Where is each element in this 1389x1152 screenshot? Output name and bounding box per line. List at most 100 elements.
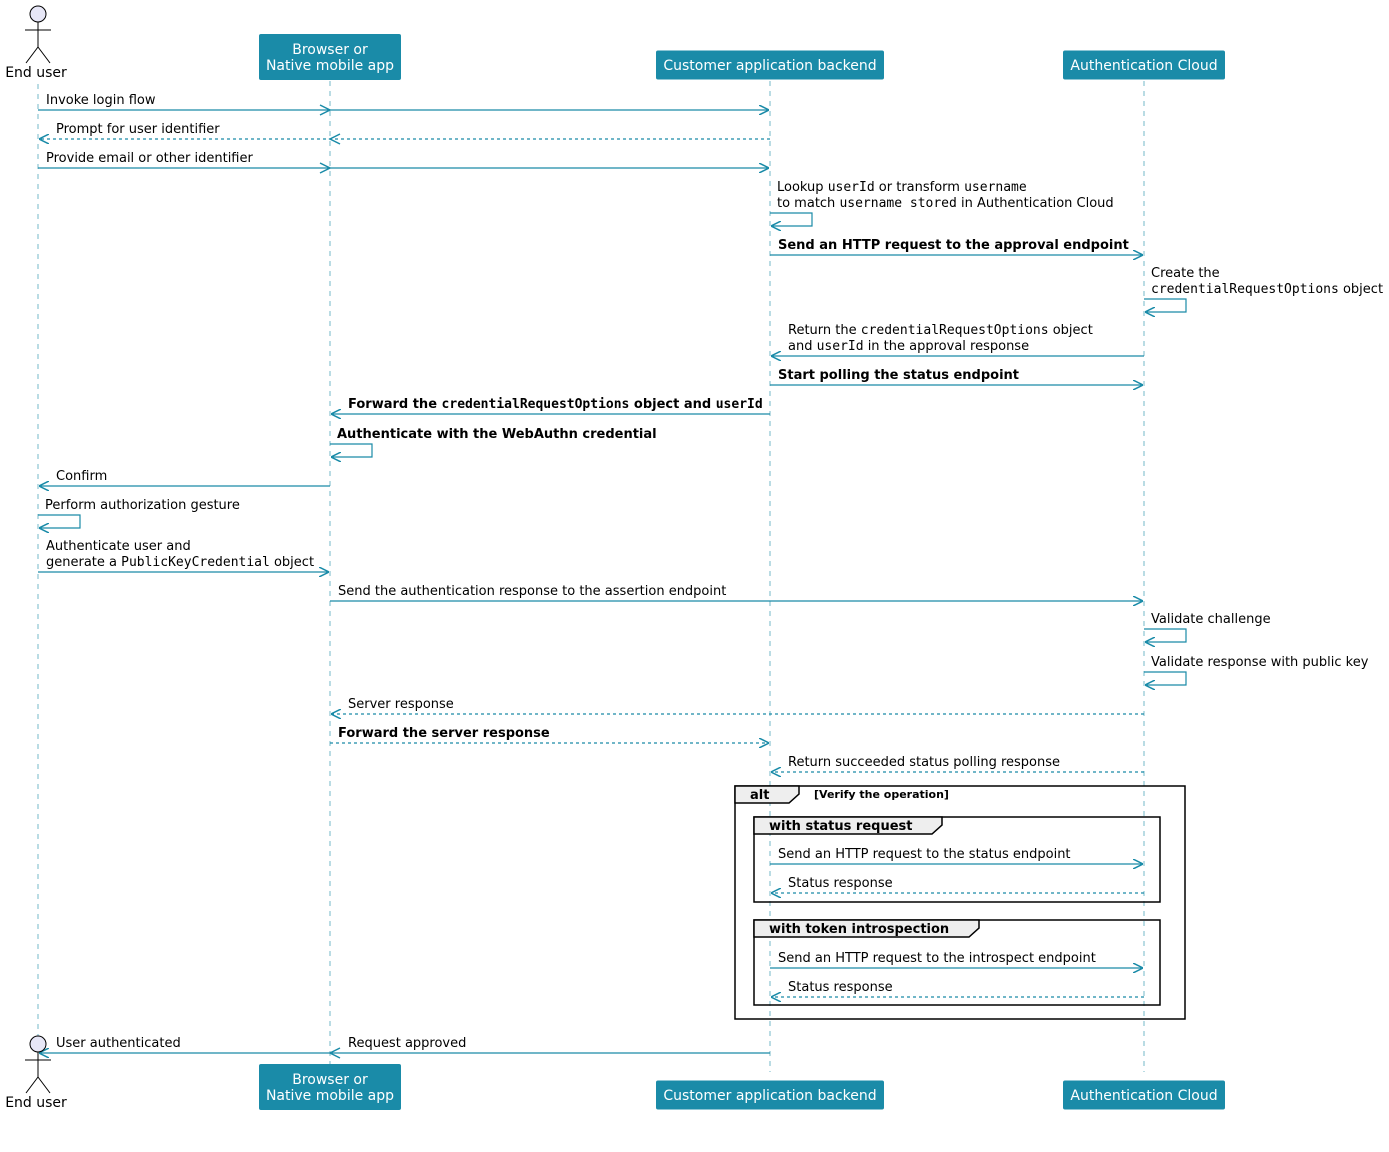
message-22: Send an HTTP request to the introspect e… xyxy=(770,951,1143,968)
participant-label: Browser or xyxy=(292,42,368,58)
participant-user-bottom: End user xyxy=(5,1035,67,1111)
participant-box xyxy=(1063,50,1225,80)
fragments: alt [Verify the operation] with status req… xyxy=(734,785,1186,1020)
message-label: to match username stored in Authenticati… xyxy=(777,196,1114,211)
message-label: Send the authentication response to the … xyxy=(338,584,726,599)
message-label: Status response xyxy=(788,980,893,995)
fragment-operator: with status request xyxy=(769,819,912,834)
self-message-arrow xyxy=(330,443,373,457)
message-label: Status response xyxy=(788,876,893,891)
actor-label: End user xyxy=(5,1095,67,1111)
participant-box xyxy=(259,34,401,80)
self-message-arrow xyxy=(38,514,81,528)
message-label: Server response xyxy=(348,697,454,712)
lifelines xyxy=(37,81,1145,1072)
message-label: Create the xyxy=(1151,266,1220,281)
message-label: Confirm xyxy=(56,469,107,484)
actor-label: End user xyxy=(5,65,67,81)
self-message-arrow xyxy=(770,212,813,226)
message-18: Forward the server response xyxy=(330,726,769,743)
message-label: Send an HTTP request to the approval end… xyxy=(778,238,1129,253)
participant-label: Authentication Cloud xyxy=(1070,58,1217,74)
arrowhead-icon xyxy=(328,133,341,145)
arrowhead-icon xyxy=(328,1047,341,1059)
fragment-alt: alt [Verify the operation] xyxy=(734,785,1186,1020)
self-message-arrow xyxy=(1144,298,1187,312)
participant-label: Native mobile app xyxy=(266,1088,394,1104)
self-message-arrow xyxy=(1144,628,1187,642)
participant-cloud-bottom: Authentication Cloud xyxy=(1063,1080,1225,1110)
fragment-operand-1: with status request xyxy=(753,816,1161,903)
message-label: Lookup userId or transform username xyxy=(777,180,1027,195)
message-label: generate a PublicKeyCredential object xyxy=(46,555,314,570)
message-16: Validate response with public key xyxy=(1144,655,1369,685)
message-label: and userId in the approval response xyxy=(788,339,1029,354)
message-21: Status response xyxy=(771,876,1144,893)
arrowhead-icon xyxy=(319,162,332,174)
message-8: Start polling the status endpoint xyxy=(770,368,1143,385)
message-label: Forward the server response xyxy=(338,726,550,741)
message-label: Authenticate with the WebAuthn credentia… xyxy=(337,427,657,442)
message-11: Confirm xyxy=(39,469,330,486)
message-label: Authenticate user and xyxy=(46,539,191,554)
participant-backend-top: Customer application backend xyxy=(656,50,884,80)
message-23: Status response xyxy=(771,980,1144,997)
participant-box xyxy=(656,50,884,80)
message-label: User authenticated xyxy=(56,1036,181,1051)
message-7: Return the credentialRequestOptions obje… xyxy=(771,323,1144,356)
participant-backend-bottom: Customer application backend xyxy=(656,1080,884,1110)
participant-label: Customer application backend xyxy=(663,1088,876,1104)
message-1: Invoke login flow xyxy=(38,93,769,116)
message-9: Forward the credentialRequestOptions obj… xyxy=(331,397,770,414)
message-5: Send an HTTP request to the approval end… xyxy=(770,238,1143,255)
message-label: Return the credentialRequestOptions obje… xyxy=(788,323,1093,338)
message-label: credentialRequestOptions object xyxy=(1151,282,1383,297)
fragment-operator: alt xyxy=(750,788,769,803)
participant-label: Customer application backend xyxy=(663,58,876,74)
participant-label: Browser or xyxy=(292,1072,368,1088)
message-2: Prompt for user identifier xyxy=(39,122,770,145)
participant-cloud-top: Authentication Cloud xyxy=(1063,50,1225,80)
participant-user-top: End user xyxy=(5,5,67,81)
message-label: Validate response with public key xyxy=(1151,655,1369,670)
message-label-secondary: Request approved xyxy=(348,1036,466,1051)
fragment-operator: with token introspection xyxy=(769,922,949,937)
fragment-operand-2: with token introspection xyxy=(753,919,1161,1006)
message-14: Send the authentication response to the … xyxy=(330,584,1143,601)
participant-label: Authentication Cloud xyxy=(1070,1088,1217,1104)
fragment-guard: [Verify the operation] xyxy=(814,788,949,801)
participant-box xyxy=(259,1064,401,1110)
participant-label: Native mobile app xyxy=(266,58,394,74)
message-20: Send an HTTP request to the status endpo… xyxy=(770,847,1143,864)
message-label: Return succeeded status polling response xyxy=(788,755,1060,770)
participant-box xyxy=(1063,1080,1225,1110)
message-3: Provide email or other identifier xyxy=(38,151,769,174)
self-message-arrow xyxy=(1144,671,1187,685)
message-15: Validate challenge xyxy=(1144,612,1271,642)
message-label: Prompt for user identifier xyxy=(56,122,220,137)
message-10: Authenticate with the WebAuthn credentia… xyxy=(330,427,657,457)
message-label: Provide email or other identifier xyxy=(46,151,253,166)
message-24: User authenticated Request approved xyxy=(39,1036,770,1059)
message-12: Perform authorization gesture xyxy=(38,498,240,528)
participant-box xyxy=(656,1080,884,1110)
message-label: Invoke login flow xyxy=(46,93,156,108)
message-label: Send an HTTP request to the introspect e… xyxy=(778,951,1096,966)
message-label: Start polling the status endpoint xyxy=(778,368,1019,383)
actor-head-icon xyxy=(29,1035,47,1053)
arrowhead-icon xyxy=(319,104,332,116)
message-label: Forward the credentialRequestOptions obj… xyxy=(348,397,763,412)
message-label: Send an HTTP request to the status endpo… xyxy=(778,847,1071,862)
message-label: Perform authorization gesture xyxy=(45,498,240,513)
message-label: Validate challenge xyxy=(1151,612,1271,627)
message-17: Server response xyxy=(331,697,1144,714)
